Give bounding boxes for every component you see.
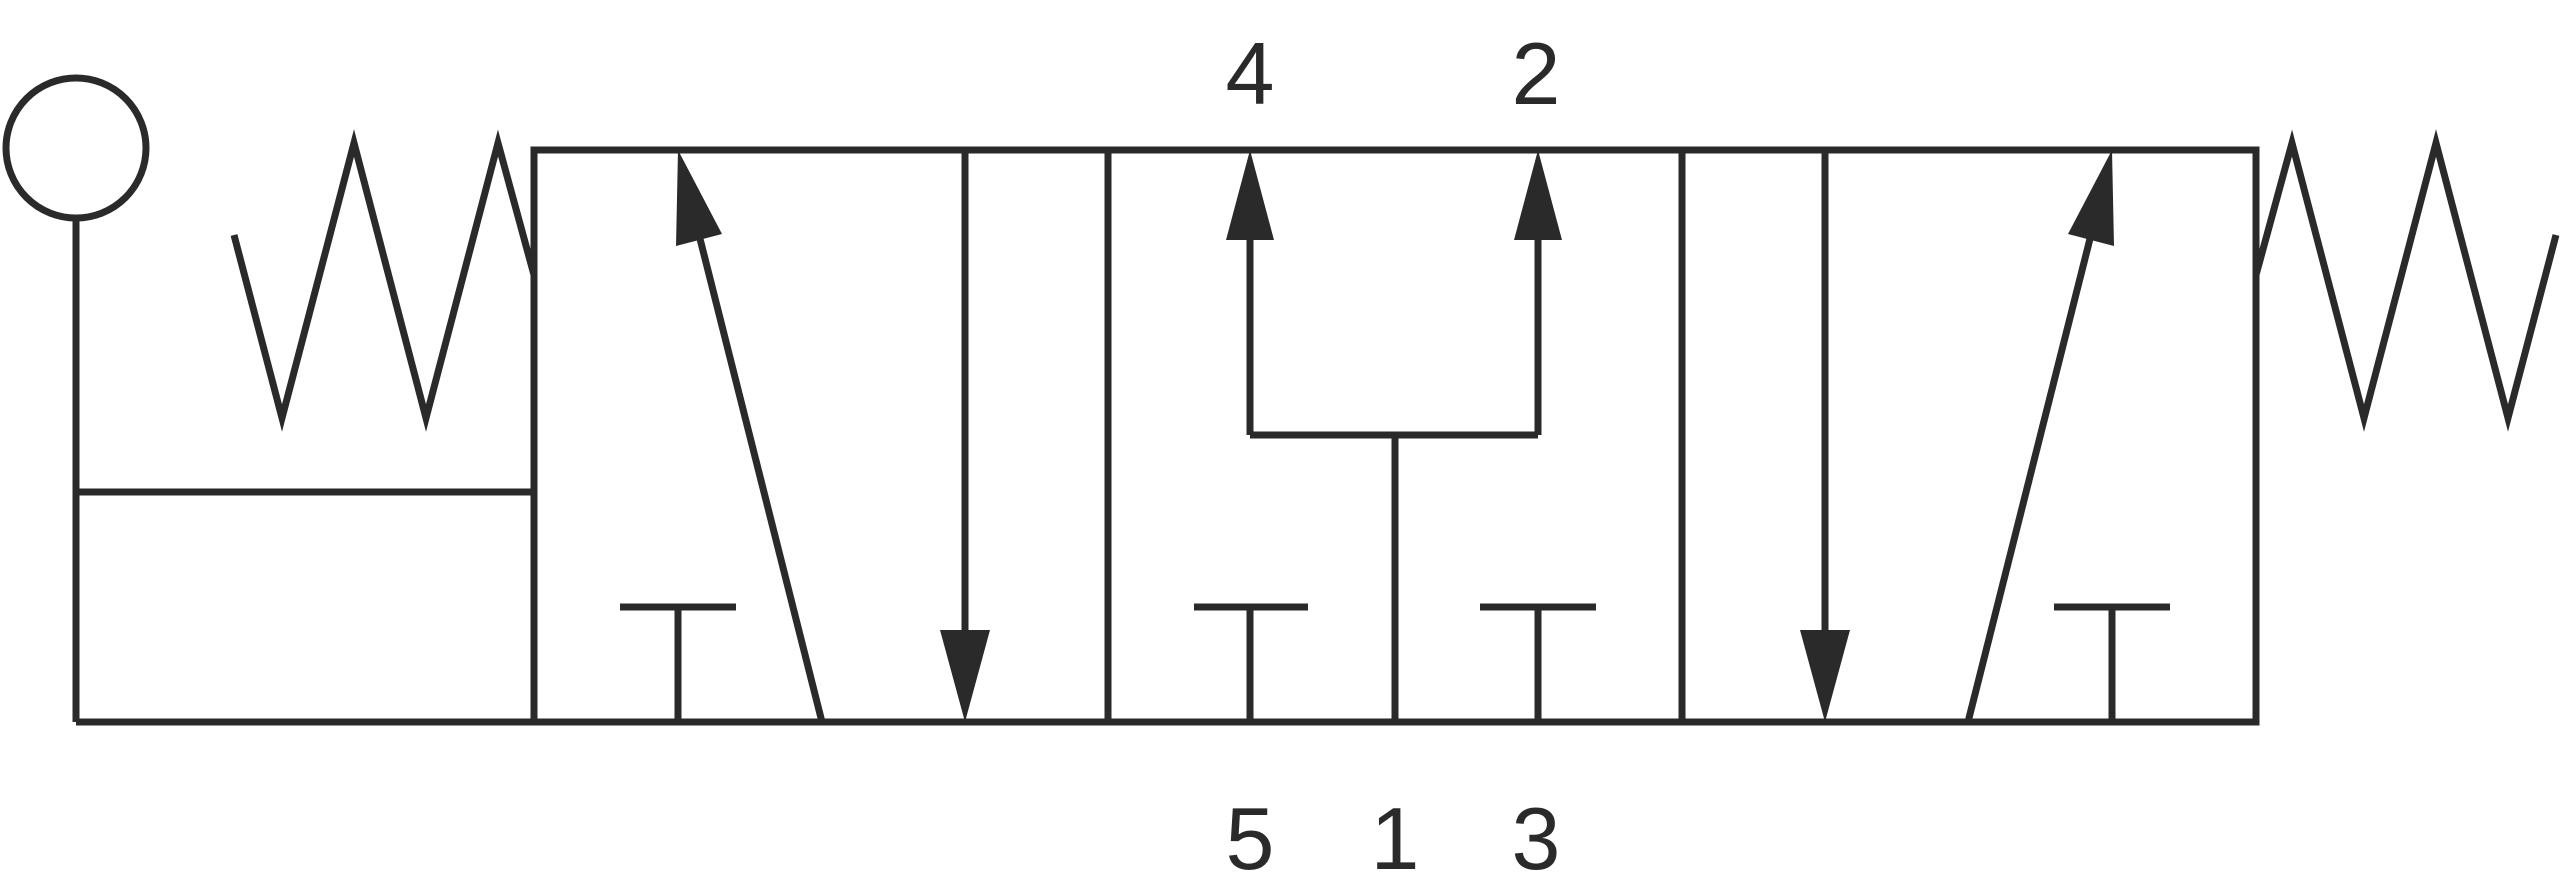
- arrow-head-down: [940, 630, 990, 722]
- flow-path-1-to-4: [690, 214, 826, 723]
- port-label-1: 1: [1371, 789, 1420, 875]
- actuator-knob-circle: [2, 74, 150, 222]
- port-label-4: 4: [1226, 24, 1275, 123]
- left-spring: [230, 129, 538, 432]
- center-position: [1194, 150, 1596, 722]
- port-label-3: 3: [1512, 789, 1561, 875]
- right-spring: [2252, 129, 2560, 432]
- port-label-5: 5: [1226, 789, 1275, 875]
- arrow-head-down: [1800, 630, 1850, 722]
- arrow-head-up: [676, 150, 722, 246]
- arrow-head-up: [2068, 150, 2114, 246]
- flow-path-1-to-2: [1964, 214, 2100, 723]
- arrow-head-up: [1226, 150, 1274, 240]
- arrow-head-up: [1514, 150, 1562, 240]
- port-label-2: 2: [1512, 24, 1561, 123]
- right-position: [1800, 150, 2170, 723]
- left-position: [620, 150, 990, 723]
